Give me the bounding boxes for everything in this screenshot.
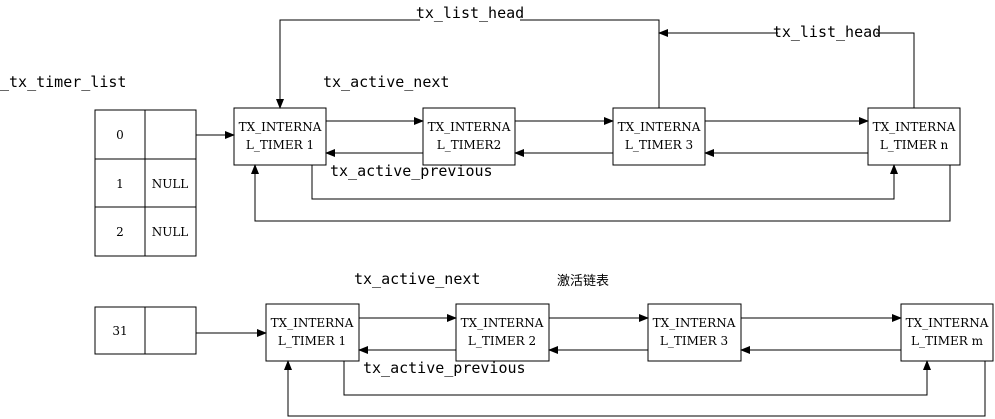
svg-text:L_TIMER2: L_TIMER2 [437, 138, 501, 152]
top-list-head-label-1: tx_list_head [416, 4, 524, 22]
top-wrap-prev-loop [251, 164, 951, 222]
array-value-2: NULL [152, 225, 189, 239]
top-next-label: tx_active_next [323, 73, 449, 91]
top-prev-label: tx_active_previous [330, 162, 493, 180]
bottom-node-1: TX_INTERNA L_TIMER 1 [265, 303, 360, 362]
timer-array-bottom: 31 [94, 306, 197, 355]
svg-text:TX_INTERNA: TX_INTERNA [461, 316, 544, 330]
array-index-1: 1 [116, 177, 124, 191]
svg-text:TX_INTERNA: TX_INTERNA [618, 120, 701, 134]
bottom-wrap-prev-loop [284, 360, 986, 417]
top-node-1: TX_INTERNA L_TIMER 1 [233, 107, 327, 166]
timer-array-top: 0 1 NULL 2 NULL [94, 109, 197, 257]
array-index-2: 2 [116, 225, 124, 239]
bottom-node-m: TX_INTERNA L_TIMER m [900, 303, 994, 362]
array-index-31: 31 [112, 324, 127, 338]
svg-text:L_TIMER 3: L_TIMER 3 [625, 138, 693, 152]
svg-text:TX_INTERNA: TX_INTERNA [428, 120, 511, 134]
top-node-2: TX_INTERNA L_TIMER2 [422, 107, 516, 166]
top-node-3: TX_INTERNA L_TIMER 3 [612, 107, 706, 166]
timer-list-label: _tx_timer_list [0, 73, 126, 91]
svg-text:TX_INTERNA: TX_INTERNA [239, 120, 322, 134]
svg-text:TX_INTERNA: TX_INTERNA [271, 316, 354, 330]
svg-text:L_TIMER 1: L_TIMER 1 [246, 138, 314, 152]
array-index-0: 0 [116, 128, 124, 142]
svg-text:TX_INTERNA: TX_INTERNA [653, 316, 736, 330]
svg-text:L_TIMER 2: L_TIMER 2 [468, 334, 536, 348]
array-value-1: NULL [152, 177, 189, 191]
svg-text:L_TIMER 3: L_TIMER 3 [660, 334, 728, 348]
top-list-head-label-2: tx_list_head [773, 23, 881, 41]
bottom-node-2: TX_INTERNA L_TIMER 2 [455, 303, 550, 362]
top-list-head-loop-1 [276, 19, 660, 109]
svg-text:L_TIMER n: L_TIMER n [880, 138, 949, 152]
bottom-prev-label: tx_active_previous [363, 359, 526, 377]
top-node-n: TX_INTERNA L_TIMER n [867, 107, 961, 166]
top-list-head-loop-2 [658, 29, 915, 108]
svg-text:L_TIMER m: L_TIMER m [911, 334, 984, 348]
svg-text:TX_INTERNA: TX_INTERNA [873, 120, 956, 134]
active-list-caption: 激活链表 [557, 274, 609, 289]
bottom-next-label: tx_active_next [354, 270, 480, 288]
bottom-wrap-next-loop [343, 360, 931, 396]
svg-text:L_TIMER 1: L_TIMER 1 [278, 334, 346, 348]
top-wrap-next-loop [311, 164, 898, 200]
svg-text:TX_INTERNA: TX_INTERNA [906, 316, 989, 330]
bottom-node-3: TX_INTERNA L_TIMER 3 [647, 303, 742, 362]
